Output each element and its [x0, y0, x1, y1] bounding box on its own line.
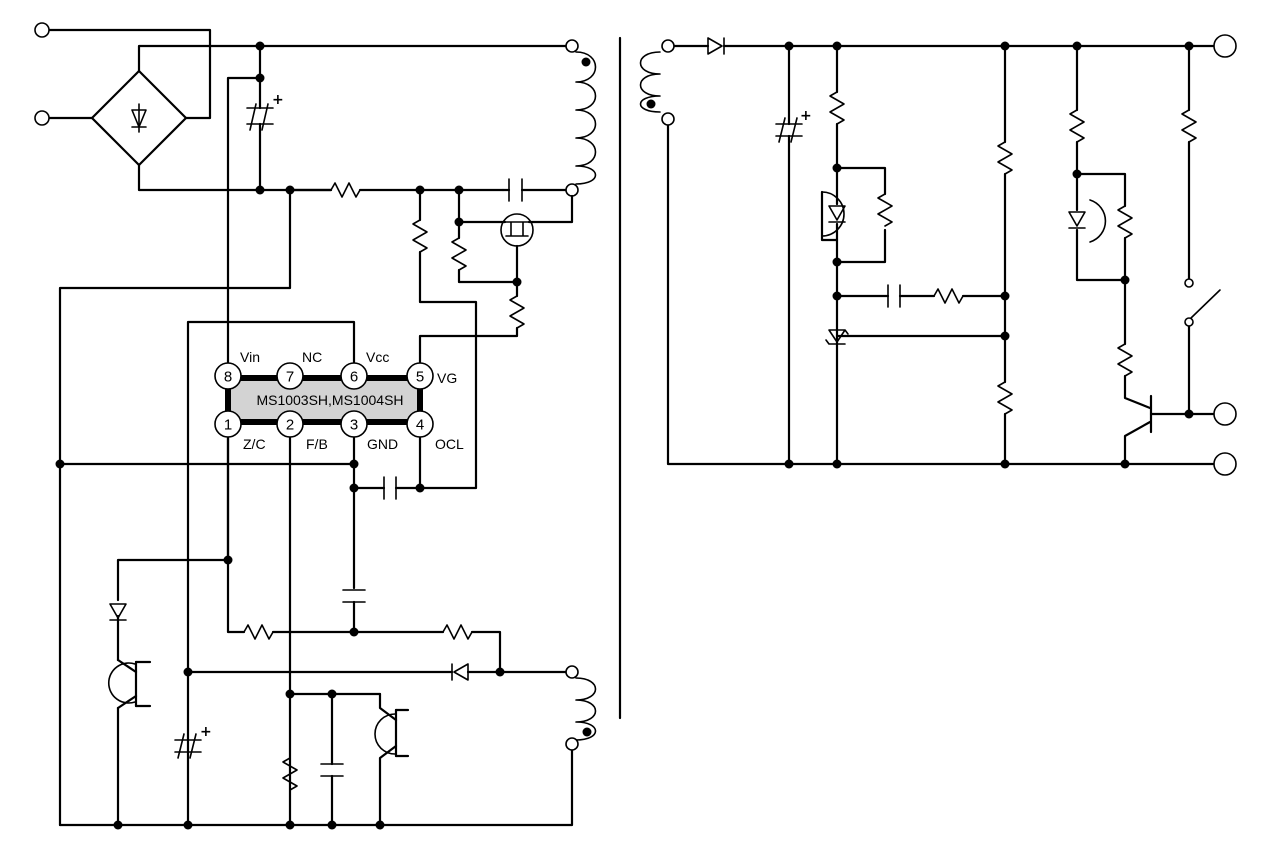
ic-pin-7-number: 7 [286, 369, 294, 386]
power-mosfet [457, 188, 574, 284]
ic-pin-4-number: 4 [416, 417, 424, 434]
secondary-winding-top-terminal [661, 39, 675, 53]
ic-pin-1-number: 1 [224, 417, 232, 434]
primary-winding [566, 44, 597, 192]
shunt-regulator [825, 284, 1007, 345]
ic-pin-8-number: 8 [224, 369, 232, 386]
ic-pin-8-label: Vin [240, 349, 260, 365]
secondary-winding [639, 44, 1220, 466]
ic-pin-1: 1 Z/C [214, 410, 266, 452]
controller-ic: MS1003SH,MS1004SH [225, 375, 423, 425]
input-resistor [288, 182, 505, 198]
output-terminal-positive[interactable] [1213, 34, 1237, 58]
vcc-cap-plus-mark: + [200, 724, 212, 740]
startup-diode [109, 603, 127, 621]
optocoupler-led-branch [820, 44, 893, 466]
bulk-cap-plus-mark: + [272, 92, 284, 108]
ic-body [226, 378, 420, 422]
ic-pin-6-number: 6 [350, 369, 358, 386]
auxiliary-winding [58, 677, 597, 827]
bulk-capacitor: + [246, 44, 284, 192]
output-rectifier-diode [707, 37, 1220, 55]
ic-pin-4: 4 OCL [406, 410, 464, 452]
primary-junction-dots [55, 41, 522, 830]
ic-pin-5-number: 5 [416, 369, 424, 386]
ic-pin-1-label: Z/C [243, 436, 266, 452]
bridge-rectifier [90, 44, 570, 192]
primary-winding-bottom-terminal [565, 183, 579, 197]
ic-pin-2-number: 2 [286, 417, 294, 434]
ic-pin-3-label: GND [367, 436, 398, 452]
ic-pin-5: 5 VG [406, 362, 457, 390]
vcc-capacitor: + [174, 724, 212, 759]
ic-pin-3: 3 GND [340, 410, 398, 452]
ic-pin-7-label: NC [302, 349, 322, 365]
fb-resistor [282, 757, 298, 791]
ic-pin-2: 2 F/B [276, 410, 328, 452]
zc-resistor [243, 624, 445, 640]
vin-line [226, 76, 262, 562]
ic-pin-8: 8 Vin [214, 349, 260, 390]
primary-winding-top-terminal [565, 39, 579, 53]
second-opto-branch [1068, 44, 1152, 410]
ic-pin-5-label: VG [437, 370, 457, 386]
gnd-capacitor [342, 589, 366, 634]
output-transistor [1123, 394, 1220, 466]
ic-pin-6-label: Vcc [366, 349, 389, 365]
fb-transistor [374, 692, 410, 827]
ac-input-terminal-1[interactable] [34, 22, 50, 38]
output-switch [1181, 44, 1221, 416]
snubber-capacitor [501, 178, 570, 202]
return-left-line [58, 188, 292, 827]
zc-line [226, 422, 246, 634]
ic-pin-6: 6 Vcc [340, 349, 389, 390]
ic-pin-3-number: 3 [350, 417, 358, 434]
output-capacitor: + [775, 44, 812, 466]
aux-diode [186, 663, 570, 681]
startup-transistor [108, 658, 152, 827]
ic-pin-7: 7 NC [276, 349, 322, 390]
ac-input-wiring [48, 28, 212, 120]
output-terminal-signal[interactable] [1213, 402, 1237, 426]
ic-part-number: MS1003SH,MS1004SH [256, 392, 403, 408]
ic-pin-4-label: OCL [435, 436, 464, 452]
secondary-winding-bottom-terminal [661, 112, 675, 126]
fb-capacitor [320, 692, 344, 827]
ac-input-terminal-2[interactable] [34, 110, 50, 126]
secondary-junction-dots [784, 41, 1194, 469]
aux-winding-top-terminal [565, 665, 579, 679]
aux-resistor [442, 624, 502, 674]
aux-winding-bottom-terminal [565, 737, 579, 751]
output-cap-plus-mark: + [800, 108, 812, 124]
gate-resistor-network [412, 188, 525, 490]
voltage-divider [997, 44, 1013, 466]
output-terminal-ground[interactable] [1213, 452, 1237, 476]
startup-line [116, 558, 230, 662]
vcc-line [186, 320, 356, 827]
ic-pin-2-label: F/B [306, 436, 328, 452]
